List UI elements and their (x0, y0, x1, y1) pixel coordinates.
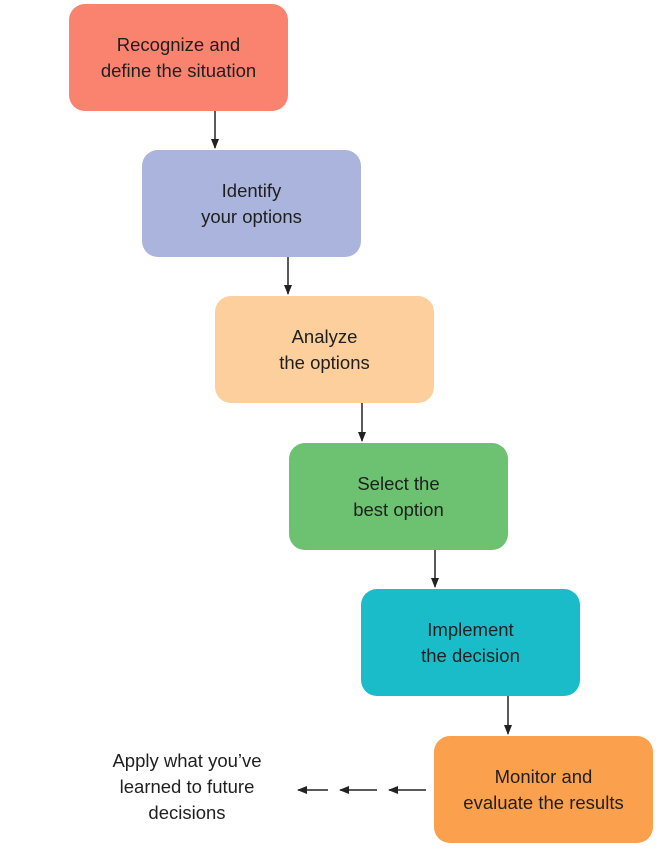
step-implement-decision-label: Implement the decision (421, 618, 520, 666)
step-identify-options-label: Identify your options (201, 179, 302, 227)
step-analyze-options: Analyze the options (215, 296, 434, 403)
step-select-best-option-label: Select the best option (353, 472, 444, 520)
step-identify-options: Identify your options (142, 150, 361, 257)
step-monitor-evaluate: Monitor and evaluate the results (434, 736, 653, 843)
step-recognize-define: Recognize and define the situation (69, 4, 288, 111)
step-monitor-evaluate-label: Monitor and evaluate the results (463, 765, 624, 813)
step-recognize-define-label: Recognize and define the situation (100, 33, 257, 81)
step-analyze-options-label: Analyze the options (279, 325, 370, 373)
step-select-best-option: Select the best option (289, 443, 508, 550)
step-implement-decision: Implement the decision (361, 589, 580, 696)
feedback-note: Apply what you’ve learned to future deci… (112, 750, 262, 823)
